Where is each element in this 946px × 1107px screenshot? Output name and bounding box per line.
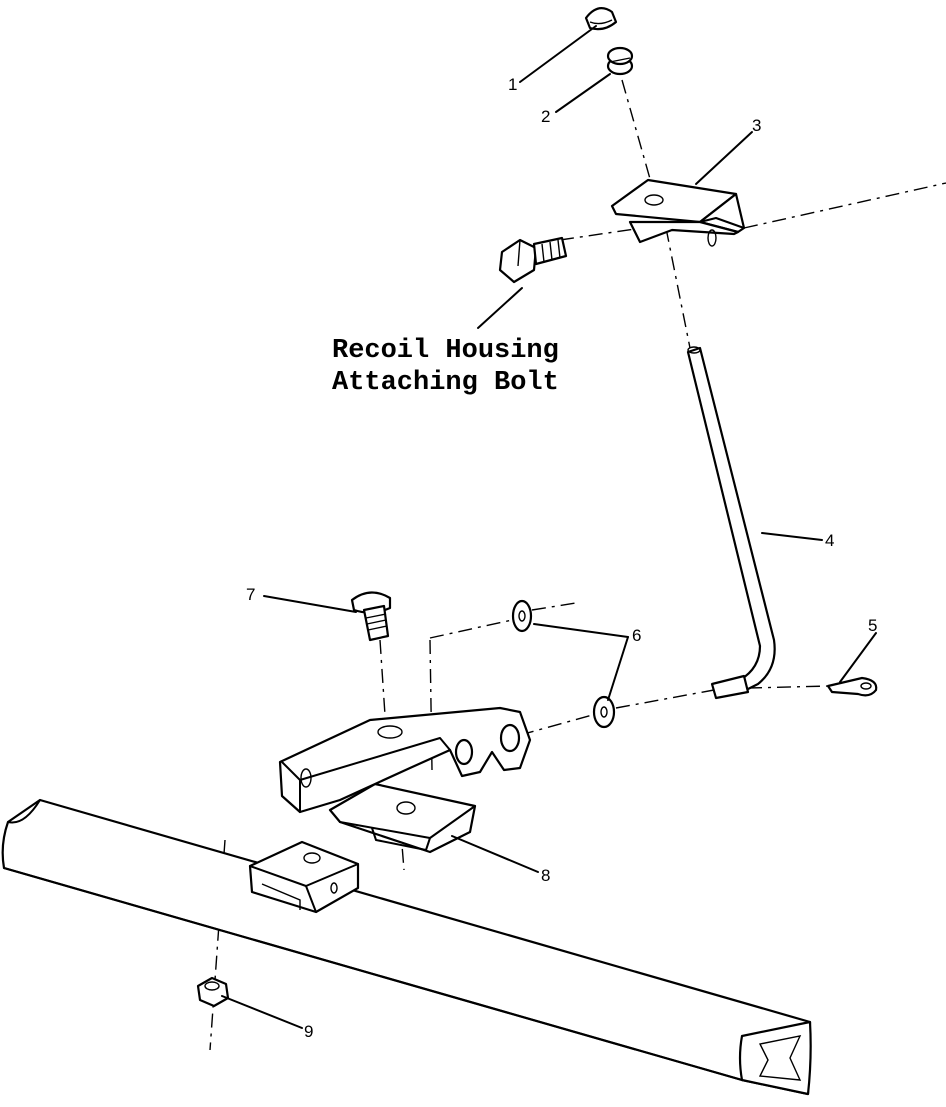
callout-7: 7 <box>246 585 255 604</box>
callout-9: 9 <box>304 1022 313 1041</box>
recoil-housing-bolt <box>498 236 568 284</box>
callout-1: 1 <box>508 75 517 94</box>
part-2-lockwasher <box>606 46 634 76</box>
callout-numbers: 1 2 3 4 5 6 7 8 9 <box>246 75 877 1041</box>
part-9-nut <box>196 976 230 1008</box>
caption-line-1: Recoil Housing <box>332 336 559 366</box>
caption-line-2: Attaching Bolt <box>332 368 559 398</box>
leader-lines <box>221 25 877 1029</box>
callout-3: 3 <box>752 116 761 135</box>
frame-clip-bracket <box>248 840 360 914</box>
callout-6: 6 <box>632 626 641 645</box>
callout-5: 5 <box>868 616 877 635</box>
part-1-cap <box>584 7 618 31</box>
callout-2: 2 <box>541 107 550 126</box>
callout-8: 8 <box>541 866 550 885</box>
part-3-bracket <box>610 178 746 247</box>
callout-4: 4 <box>825 531 834 550</box>
part-7-screw <box>350 591 392 642</box>
part-6-washers <box>511 599 616 729</box>
part-5-clip <box>826 676 878 697</box>
caption: Recoil Housing Attaching Bolt <box>332 336 559 398</box>
bellcrank-bracket <box>278 706 532 814</box>
part-4-rod <box>686 346 776 700</box>
frame-tube <box>1 798 812 1096</box>
